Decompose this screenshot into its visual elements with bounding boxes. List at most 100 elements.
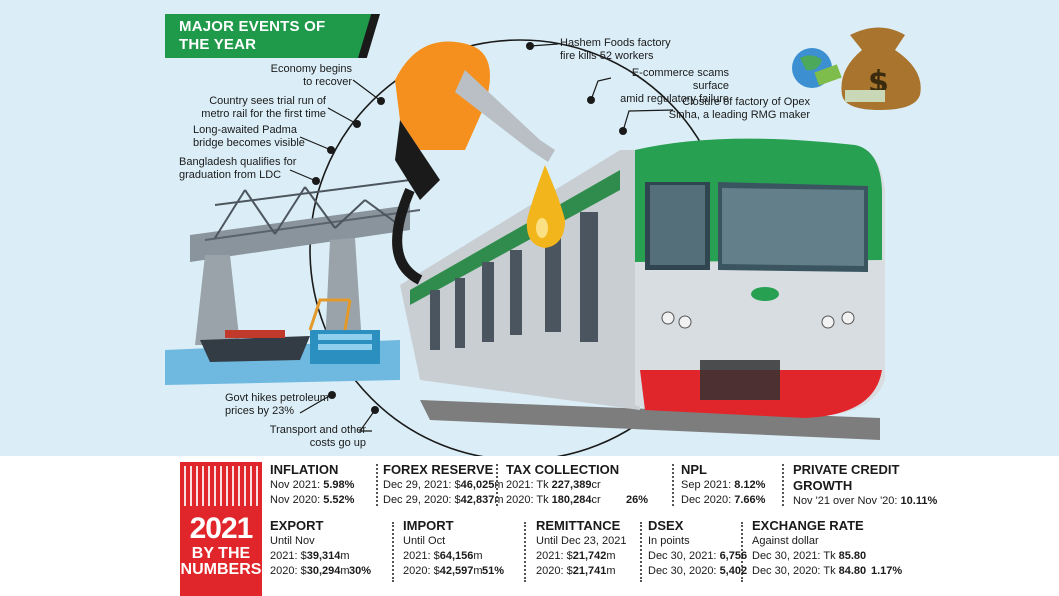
badge-subtitle: BY THE NUMBERS: [180, 546, 262, 578]
title-line-1: MAJOR EVENTS OF: [179, 18, 326, 35]
stat-value: 42,597: [439, 565, 474, 577]
stat-value: 21,741: [572, 565, 607, 577]
badge-line-1: BY THE: [191, 545, 251, 562]
stat-value: 84.80: [838, 565, 867, 577]
event-text: costs go up: [309, 437, 366, 449]
stat-label: Dec 30, 2021:: [648, 550, 720, 562]
stat-unit: m: [340, 550, 350, 562]
stat-unit: m: [473, 565, 483, 577]
badge-year: 2021: [189, 512, 254, 545]
stat-subtitle: Until Oct: [403, 535, 446, 547]
separator: [672, 464, 674, 506]
timeline-dot: [327, 146, 335, 154]
stat-label: Nov 2020:: [270, 494, 324, 506]
stat-label: 2020: $: [536, 565, 573, 577]
stat-value: 39,314: [306, 550, 341, 562]
stat-subtitle: Until Nov: [270, 535, 315, 547]
stat-unit: cr: [591, 479, 601, 491]
track-illustration: [420, 400, 880, 440]
event-text: Govt hikes petroleum: [225, 392, 329, 404]
event-text: Country sees trial run of: [209, 95, 326, 107]
stat-unit: m: [606, 565, 616, 577]
stat-unit: m: [494, 494, 504, 506]
stat-label: 2021: $: [403, 550, 440, 562]
stat-value: 46,025: [460, 479, 495, 491]
stat-label: Dec 30, 2020:: [648, 565, 720, 577]
stat-label: 2021: $: [270, 550, 307, 562]
stat-tax: TAX COLLECTION 2021: Tk 227,389cr 2020: …: [506, 462, 619, 508]
stat-npl: NPL Sep 2021: 8.12% Dec 2020: 7.66%: [681, 462, 765, 508]
cargo-ship-illustration: [200, 298, 380, 364]
stat-remittance: REMITTANCE Until Dec 23, 2021 2021: $ 21,…: [536, 518, 627, 579]
event-text: to recover: [303, 76, 352, 88]
event-text: Closure of factory of Opex: [682, 96, 810, 108]
stat-growth-percent: 30%: [349, 565, 372, 577]
page-title: MAJOR EVENTS OF THE YEAR: [165, 14, 375, 58]
stat-subtitle: Until Dec 23, 2021: [536, 535, 627, 547]
stat-heading: PRIVATE CREDIT: [793, 462, 900, 477]
event-text: Transport and other: [269, 424, 366, 436]
event-opex: Closure of factory of Opex Sinha, a lead…: [664, 96, 810, 122]
stat-heading: INFLATION: [270, 462, 339, 477]
title-line-2: THE YEAR: [179, 36, 257, 53]
timeline-dot: [619, 127, 627, 135]
stat-forex: FOREX RESERVE Dec 29, 2021: $46,025 m Dec…: [383, 462, 504, 508]
stat-label: Dec 29, 2020: $: [383, 494, 461, 506]
money-bag-illustration: $: [792, 27, 921, 110]
separator: [782, 464, 784, 506]
stat-value: 8.12%: [734, 479, 766, 491]
stat-value: 5,402: [719, 565, 748, 577]
separator: [640, 522, 642, 582]
event-metro: Country sees trial run of metro rail for…: [196, 95, 326, 121]
stat-heading: REMITTANCE: [536, 518, 621, 533]
timeline-dot: [312, 177, 320, 185]
bridge-illustration: [190, 179, 421, 345]
fuel-nozzle-illustration: [392, 41, 565, 285]
stat-label: Nov 2021:: [270, 479, 324, 491]
stat-inflation: INFLATION Nov 2021: 5.98% Nov 2020: 5.52…: [270, 462, 354, 508]
event-text: Sinha, a leading RMG maker: [668, 109, 810, 121]
stat-label: Nov '21 over Nov '20:: [793, 495, 901, 507]
stat-label: Dec 30, 2020: Tk: [752, 565, 839, 577]
stat-heading: EXPORT: [270, 518, 324, 533]
event-hashem: Hashem Foods factory fire kills 52 worke…: [560, 37, 680, 63]
stat-heading: DSEX: [648, 518, 684, 533]
stat-value: 5.52%: [323, 494, 355, 506]
stat-value: 5.98%: [323, 479, 355, 491]
stat-label: 2021: Tk: [506, 479, 552, 491]
stat-heading: FOREX RESERVE: [383, 462, 494, 477]
event-text: Bangladesh qualifies for: [179, 156, 297, 168]
stat-label: 2021: $: [536, 550, 573, 562]
event-text: amid regulatory failure: [620, 93, 729, 105]
stat-label: Dec 29, 2021: $: [383, 479, 461, 491]
event-padma: Long-awaited Padma bridge becomes visibl…: [193, 124, 313, 150]
stat-label: 2020: $: [270, 565, 307, 577]
timeline-dot: [526, 42, 534, 50]
stat-heading: TAX COLLECTION: [506, 462, 620, 477]
event-text: E-commerce scams surface: [631, 67, 729, 92]
stat-subtitle: In points: [648, 535, 690, 547]
stat-value: 42,837: [460, 494, 495, 506]
event-petrol: Govt hikes petroleum prices by 23%: [225, 392, 335, 418]
stat-value: 180,284: [551, 494, 592, 506]
event-text: metro rail for the first time: [201, 108, 326, 120]
stat-unit: m: [473, 550, 483, 562]
stat-private-credit: PRIVATE CREDIT GROWTH Nov '21 over Nov '…: [793, 462, 937, 509]
metro-train-illustration: [400, 138, 885, 418]
stat-unit: m: [606, 550, 616, 562]
timeline-dot: [371, 406, 379, 414]
stat-growth-percent: 1.17%: [871, 565, 903, 577]
stat-value: 30,294: [306, 565, 341, 577]
stat-label: 2020: $: [403, 565, 440, 577]
stat-dsex: DSEX In points Dec 30, 2021: 6,756 Dec 3…: [648, 518, 747, 579]
separator: [496, 464, 498, 506]
timeline-dot: [377, 97, 385, 105]
badge-line-2: NUMBERS: [180, 561, 262, 578]
event-text: fire kills 52 workers: [560, 50, 654, 62]
event-transport: Transport and other costs go up: [262, 424, 366, 450]
event-ecommerce: E-commerce scams surface amid regulatory…: [601, 67, 729, 106]
stat-value: 10.11%: [900, 495, 938, 507]
stat-subtitle: Against dollar: [752, 535, 819, 547]
